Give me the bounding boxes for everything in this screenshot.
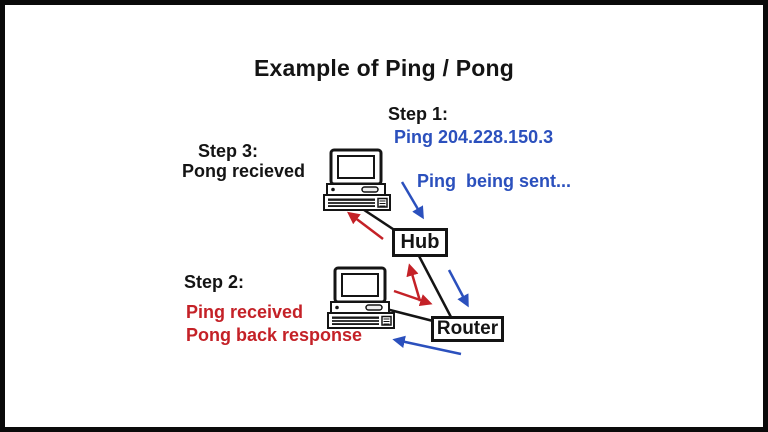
ping-arrow-to-router [447, 269, 469, 308]
computer-icon [326, 266, 396, 330]
ping-being-sent-annotation: Ping being sent... [417, 171, 572, 191]
pong-arrow-from-pc-bottom [393, 289, 433, 307]
cable-pc-bottom-to-router [385, 307, 438, 324]
step3-pong-recieved: Pong recieved [182, 161, 306, 181]
step1-ping-address: Ping 204.228.150.3 [394, 127, 554, 147]
ping-arrow-to-pc-bottom [392, 335, 462, 356]
step2-label: Step 2: [184, 272, 245, 292]
step2-pong-back-response: Pong back response [186, 325, 363, 345]
pong-arrow-to-hub [406, 263, 422, 302]
router-node: Router [431, 316, 504, 342]
cable-hub-to-router [417, 255, 454, 320]
hub-node: Hub [392, 228, 448, 257]
step2-ping-received: Ping received [186, 302, 304, 322]
slide-title: Example of Ping / Pong [254, 55, 514, 81]
ping-arrow-to-hub [400, 181, 424, 220]
pong-arrow-to-pc-top [347, 211, 384, 240]
step3-label: Step 3: [198, 141, 259, 161]
computer-icon [322, 148, 392, 212]
step1-label: Step 1: [388, 104, 449, 124]
